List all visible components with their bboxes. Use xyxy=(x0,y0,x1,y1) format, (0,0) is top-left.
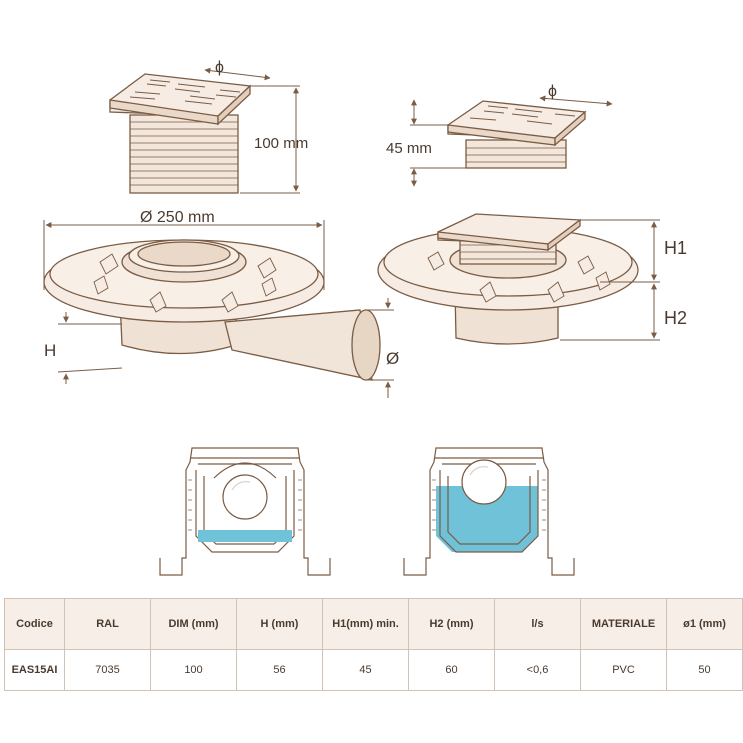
cell-dim: 100 xyxy=(150,649,237,691)
header-codice: Codice xyxy=(4,598,65,650)
cell-materiale: PVC xyxy=(580,649,667,691)
h-label: H xyxy=(44,341,56,360)
cell-h: 56 xyxy=(236,649,323,691)
extension-tall-illustration xyxy=(109,73,252,194)
table-header-row: Codice RAL DIM (mm) H (mm) H1(mm) min. H… xyxy=(4,598,743,650)
specification-table: Codice RAL DIM (mm) H (mm) H1(mm) min. H… xyxy=(4,598,743,691)
header-materiale: MATERIALE xyxy=(580,598,667,650)
technical-drawing: ϕ 100 mm ϕ 45 mm xyxy=(43,59,687,576)
outlet-diameter-label: Ø xyxy=(386,349,399,368)
cell-ral: 7035 xyxy=(64,649,151,691)
header-dim: DIM (mm) xyxy=(150,598,237,650)
header-h: H (mm) xyxy=(236,598,323,650)
water-level-high xyxy=(436,486,538,552)
drain-body-side-outlet xyxy=(43,239,381,381)
water-level-low xyxy=(198,530,292,542)
cell-flow: <0,6 xyxy=(494,649,581,691)
header-h2: H2 (mm) xyxy=(408,598,495,650)
cell-codice: EAS15AI xyxy=(4,649,65,691)
height-label-right: 45 mm xyxy=(386,140,432,157)
header-ral: RAL xyxy=(64,598,151,650)
diameter-label: Ø 250 mm xyxy=(140,209,215,226)
phi-label-right: ϕ xyxy=(548,83,557,100)
table-row: EAS15AI 7035 100 56 45 60 <0,6 PVC 50 xyxy=(4,649,743,691)
cell-h1: 45 xyxy=(322,649,409,691)
cross-section-open xyxy=(159,447,331,576)
cell-diameter: 50 xyxy=(666,649,743,691)
h2-label: H2 xyxy=(664,308,687,328)
cell-h2: 60 xyxy=(408,649,495,691)
extension-short-illustration xyxy=(447,100,587,169)
h1-label: H1 xyxy=(664,238,687,258)
header-flow: l/s xyxy=(494,598,581,650)
header-diameter: ø1 (mm) xyxy=(666,598,743,650)
header-h1: H1(mm) min. xyxy=(322,598,409,650)
cross-section-closed xyxy=(403,447,575,576)
drain-assembled-illustration xyxy=(377,213,639,345)
height-label-left: 100 mm xyxy=(254,135,308,152)
phi-label-left: ϕ xyxy=(215,59,224,76)
